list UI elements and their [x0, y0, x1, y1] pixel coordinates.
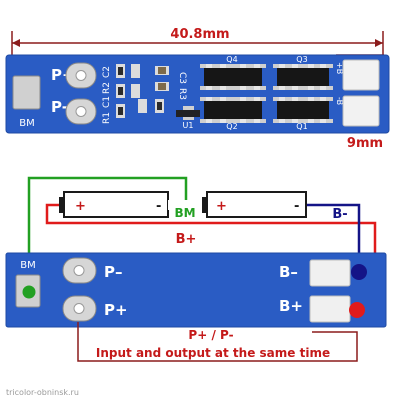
height-label: 9mm: [347, 136, 383, 151]
caption-line-2: Input and output at the same time: [96, 346, 330, 360]
wire-bm-label: BM: [174, 206, 195, 220]
battery-right: + -: [202, 191, 307, 218]
r2-label: R2: [102, 82, 112, 94]
bminus-pad-bottom: [309, 259, 351, 287]
passives: [116, 64, 169, 118]
bplus-pad-bottom: [309, 295, 351, 323]
battery-right-plus: +: [216, 199, 227, 214]
battery-right-minus: -: [294, 199, 299, 214]
watermark: tricolor-obninsk.ru: [6, 388, 79, 397]
c2-label: C2: [102, 66, 112, 78]
q2-label: Q2: [226, 122, 237, 131]
width-dimension: 40.8mm: [11, 27, 384, 58]
c3-label: C3: [177, 72, 187, 84]
c1-label: C1: [102, 96, 112, 108]
bplus-pad-top: [342, 59, 380, 91]
green-wire-bm: [27, 176, 188, 292]
bm-connection-dot: [22, 285, 36, 299]
board-bottom: BM P– P+ B– B+: [5, 252, 387, 328]
svg-text:U1: U1: [183, 121, 194, 130]
bm-label-top: BM: [19, 118, 35, 129]
wire-bplus-label: B+: [176, 232, 197, 247]
width-label: 40.8mm: [170, 27, 229, 42]
bm-pad-top: [12, 75, 41, 110]
bminus-pad-top: [342, 95, 380, 127]
bplus-label-top: +B: [335, 62, 344, 74]
pplus-label-bottom: P+: [104, 301, 128, 319]
caption-line-1: P+ / P-: [188, 328, 233, 342]
bminus-label-bottom: B–: [279, 263, 298, 281]
r1-label: R1: [102, 112, 112, 124]
bplus-label-bottom: B+: [279, 297, 303, 315]
bplus-connection-dot: [349, 302, 365, 318]
r3-label: R3: [177, 88, 187, 100]
pminus-label-bottom: P–: [104, 263, 123, 281]
bminus-connection-dot: [351, 264, 367, 280]
blue-wire-bminus: [306, 203, 361, 272]
bminus-label-top: -B: [335, 97, 344, 105]
q4-label: Q4: [226, 55, 237, 64]
battery-left-plus: +: [75, 199, 86, 214]
board-top: BM P+ P- R1 C1 R2 C2 C3 R3: [5, 54, 390, 134]
bm-label-bottom: BM: [20, 260, 36, 271]
battery-left: + -: [59, 191, 169, 218]
caption-bracket: [77, 322, 358, 362]
wire-bminus-label: B-: [332, 207, 347, 222]
q3-label: Q3: [296, 55, 307, 64]
u1-chip: U1: [176, 106, 200, 130]
mosfet-chips: Q4 Q2 Q3: [200, 55, 333, 131]
battery-left-minus: -: [156, 199, 161, 214]
pminus-label-top: P-: [51, 98, 68, 116]
q1-label: Q1: [296, 122, 307, 131]
